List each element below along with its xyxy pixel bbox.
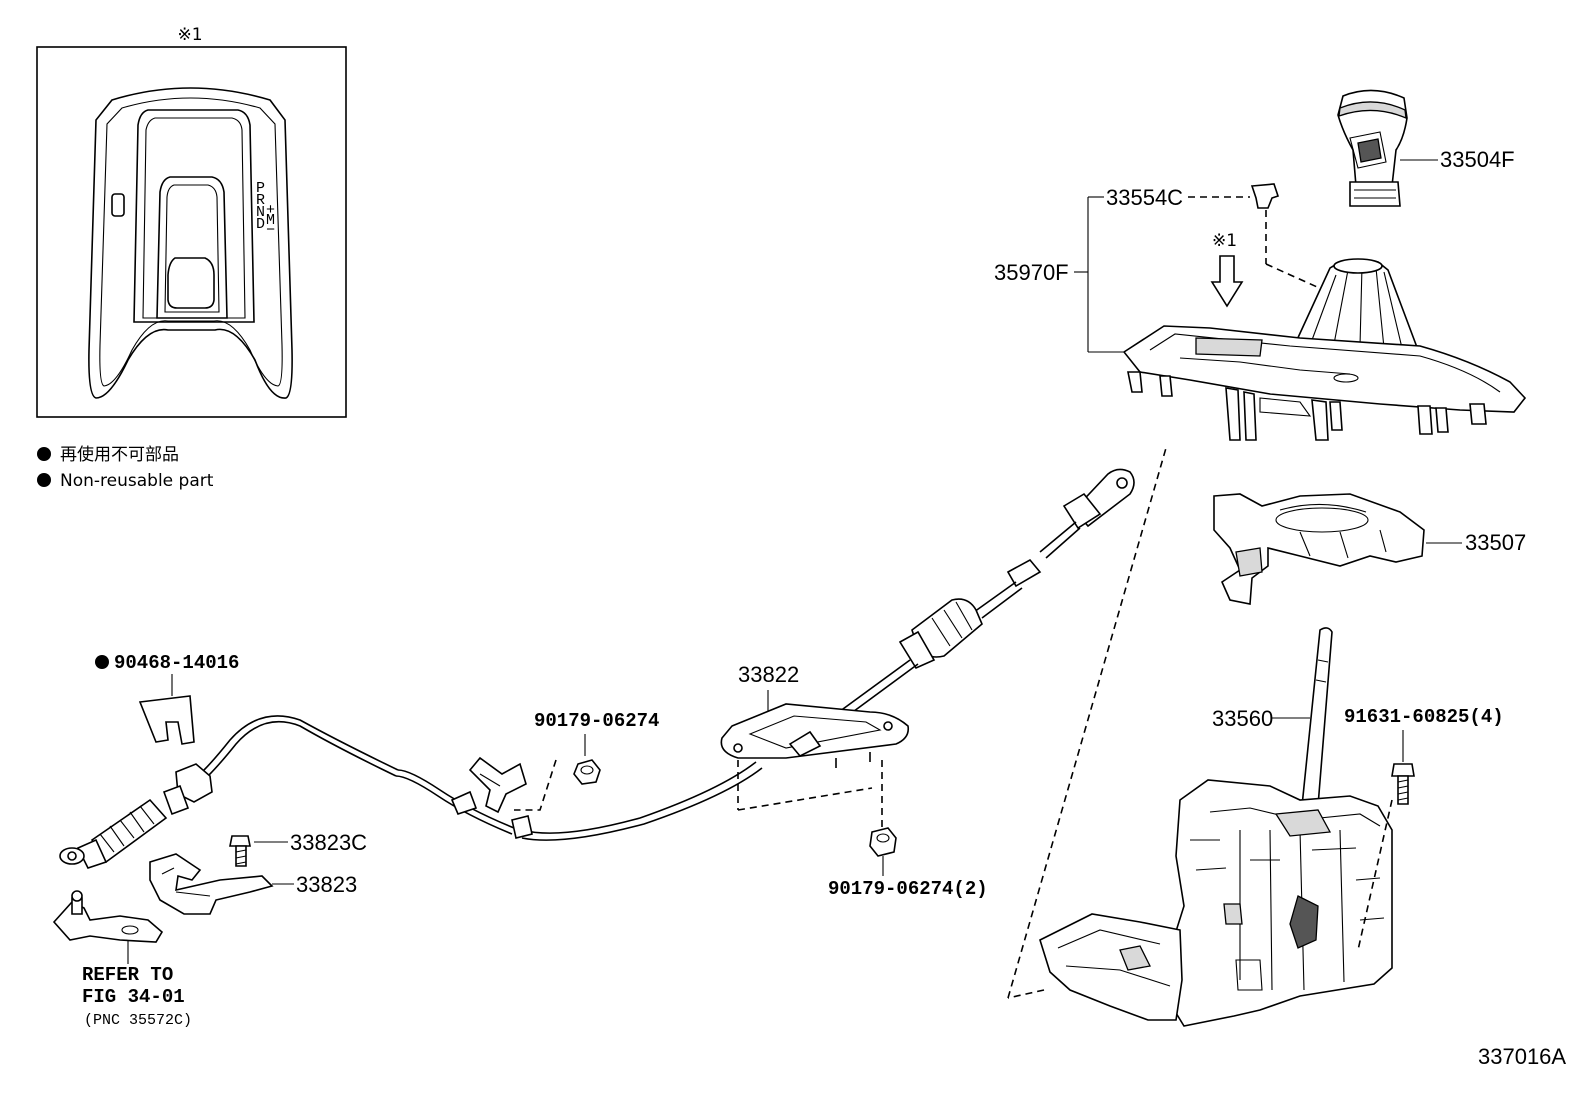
svg-text:D: D xyxy=(256,216,265,233)
legend-item-jp: 再使用不可部品 xyxy=(60,444,179,465)
label-33822: 33822 xyxy=(738,662,799,687)
nut-90179-a: 90179-06274 xyxy=(514,710,659,811)
bracket-33507: 33507 xyxy=(1213,493,1526,605)
bracket-33823: 33823 xyxy=(149,853,357,915)
down-arrow-icon xyxy=(1210,255,1244,308)
bullet-icon xyxy=(37,447,51,461)
bolt-91631: 91631-60825(4) xyxy=(1344,706,1504,951)
svg-text:−: − xyxy=(266,222,275,239)
console-housing: 35970F ※1 xyxy=(994,196,1527,441)
legend-item-en: Non-reusable part xyxy=(60,471,214,491)
legend: 再使用不可部品 Non-reusable part xyxy=(37,444,214,491)
transmission-cable xyxy=(59,715,763,869)
refer-line-3: (PNC 35572C) xyxy=(84,1012,192,1029)
shift-knob: 33504F xyxy=(1337,89,1515,207)
label-90179-b: 90179-06274(2) xyxy=(828,878,988,900)
label-33554C: 33554C xyxy=(1106,185,1183,210)
figure-id: 337016A xyxy=(1478,1044,1566,1069)
bullet-icon xyxy=(37,473,51,487)
refer-line-1: REFER TO xyxy=(82,964,173,986)
label-90179-a: 90179-06274 xyxy=(534,710,659,732)
svg-text:M: M xyxy=(266,212,275,229)
label-33823C: 33823C xyxy=(290,830,367,855)
label-35970F: 35970F xyxy=(994,260,1069,285)
svg-text:P: P xyxy=(256,180,265,197)
cable-bracket-33822: 33822 xyxy=(720,662,910,828)
nut-90179-b: 90179-06274(2) xyxy=(828,827,988,900)
svg-text:+: + xyxy=(266,202,275,219)
transmission-lever: REFER TO FIG 34-01 (PNC 35572C) xyxy=(52,890,192,1029)
inset-marker: ※1 xyxy=(177,25,202,45)
clip-90468: 90468-14016 xyxy=(95,652,239,745)
svg-text:N: N xyxy=(256,204,265,221)
clip-33554C: 33554C xyxy=(1106,183,1347,301)
label-33507: 33507 xyxy=(1465,530,1526,555)
inset-panel-outline xyxy=(88,87,293,399)
label-33504F: 33504F xyxy=(1440,147,1515,172)
shift-lever-assembly: 33560 xyxy=(1007,447,1393,1027)
label-33823: 33823 xyxy=(296,872,357,897)
label-33560: 33560 xyxy=(1212,706,1273,731)
control-cable xyxy=(805,468,1135,743)
label-90468: 90468-14016 xyxy=(114,652,239,674)
arrow-marker: ※1 xyxy=(1212,231,1237,251)
label-91631: 91631-60825(4) xyxy=(1344,706,1504,728)
refer-line-2: FIG 34-01 xyxy=(82,986,185,1008)
svg-text:R: R xyxy=(256,192,265,209)
bolt-33823C: 33823C xyxy=(229,830,367,867)
inset-panel: ※1 P R N D + M − xyxy=(36,25,347,418)
non-reusable-bullet-icon xyxy=(95,655,109,669)
